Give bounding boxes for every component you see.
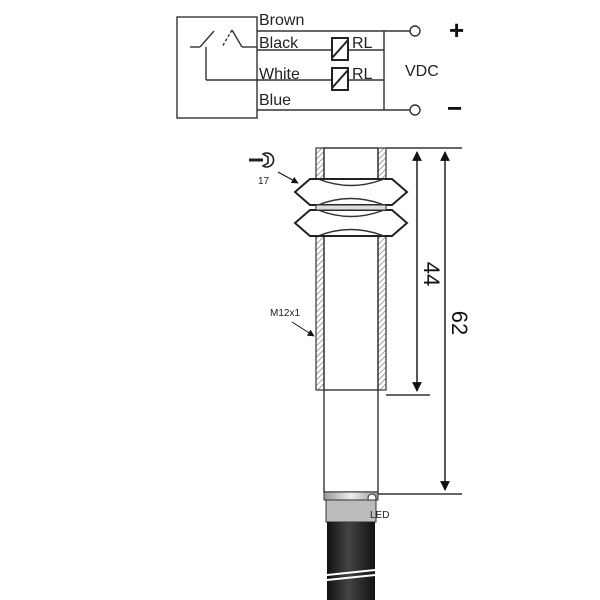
wrench-size-label: 17 [258,176,270,187]
nut-lower [293,209,409,237]
nut-upper [293,178,409,206]
led-label: LED [370,510,389,521]
thread-leader [291,321,315,337]
annotations: 17 M12x1 LED 44 62 [249,147,472,521]
negative-terminal [409,104,421,116]
wire-label-black: Black [259,35,299,52]
washer [315,204,387,211]
positive-terminal [409,25,421,37]
wire-label-white: White [259,66,300,83]
plus-symbol: + [449,15,464,45]
wrench-leader [277,171,299,184]
cable-gland [325,499,377,523]
supply-label: VDC [405,63,439,80]
thread-label: M12x1 [270,308,300,319]
wire-label-blue: Blue [259,92,291,109]
sensor-housing [323,389,379,493]
sensor-box [176,16,258,119]
sensor-body [293,147,409,600]
switch-symbol [190,29,257,81]
minus-symbol: − [447,93,462,123]
cable [327,522,375,600]
dim-label-62: 62 [447,311,472,335]
wrench-icon [249,152,275,168]
load-resistor-1 [331,37,349,61]
load-resistor-2 [331,67,349,91]
wiring-diagram: Brown Black White Blue RL RL VDC + − [176,12,464,123]
load-label-1: RL [352,35,373,52]
dim-label-44: 44 [419,262,444,286]
wire-label-brown: Brown [259,12,304,29]
load-label-2: RL [352,66,373,83]
